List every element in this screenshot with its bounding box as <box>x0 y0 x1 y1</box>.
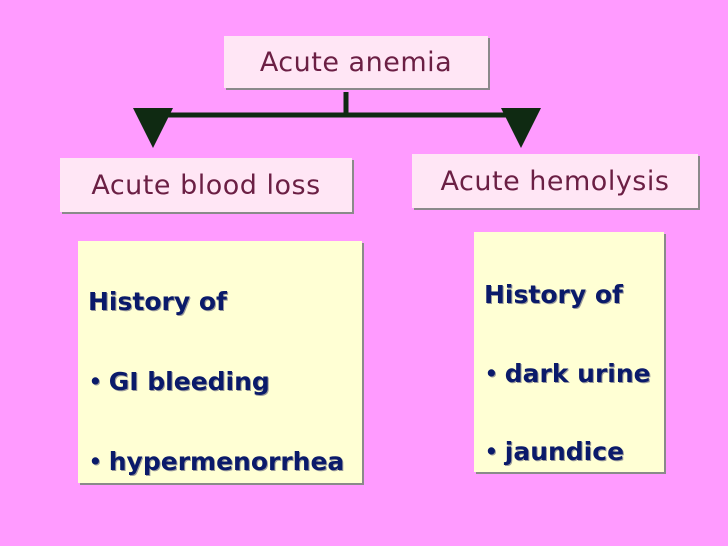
bullet-icon: • <box>484 437 499 466</box>
bullet-icon: • <box>88 447 103 476</box>
history-item-text: GI bleeding <box>108 367 270 396</box>
bullet-icon: • <box>484 359 499 388</box>
history-item-text: dark urine <box>504 359 651 388</box>
history-item-text: hypermenorrhea <box>108 447 345 476</box>
root-node-acute-anemia: Acute anemia <box>224 36 488 88</box>
history-item-text: jaundice <box>504 437 625 466</box>
history-item-left-2: •hypermenorrhea <box>88 447 344 476</box>
history-heading-left: History of <box>88 287 227 316</box>
history-item-right-2: •jaundice <box>484 437 624 466</box>
branch-label-left: Acute blood loss <box>91 169 321 201</box>
history-heading-right: History of <box>484 280 623 309</box>
history-item-right-1: •dark urine <box>484 359 651 388</box>
branch-label-right: Acute hemolysis <box>440 165 670 197</box>
history-item-left-1: •GI bleeding <box>88 367 270 396</box>
branch-node-acute-hemolysis: Acute hemolysis <box>412 154 698 208</box>
root-node-label: Acute anemia <box>259 46 453 78</box>
branch-node-acute-blood-loss: Acute blood loss <box>60 158 352 212</box>
bullet-icon: • <box>88 367 103 396</box>
history-note-hemolysis: History of •dark urine •jaundice <box>474 232 664 472</box>
history-note-blood-loss: History of •GI bleeding •hypermenorrhea <box>78 241 362 483</box>
